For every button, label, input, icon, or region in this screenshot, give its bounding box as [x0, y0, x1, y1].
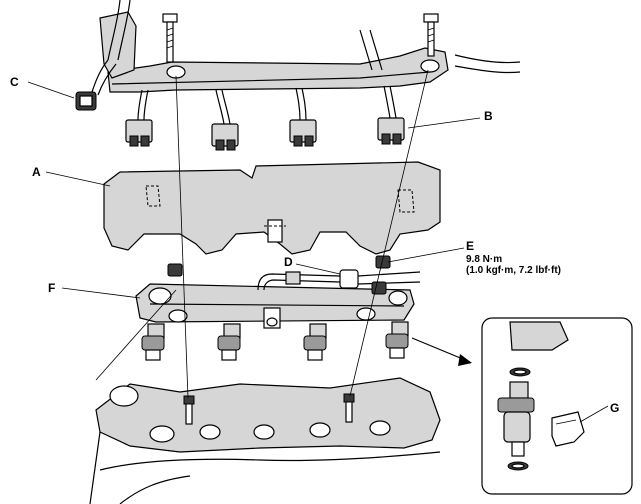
harness-connector-b: [377, 117, 405, 145]
rail-nut-left: [167, 263, 183, 277]
callout-e: E: [466, 239, 474, 253]
harness-connector-3: [289, 119, 317, 147]
injector-detail-inset: [481, 317, 633, 495]
callout-f: F: [48, 281, 55, 295]
injector-1: [141, 323, 165, 361]
injector-2: [217, 323, 241, 361]
harness-bolt-left: [162, 13, 178, 63]
connector-c: [75, 91, 97, 111]
harness-connector-1: [125, 119, 153, 147]
harness-bracket: [99, 11, 449, 93]
callout-c: C: [10, 75, 19, 89]
inset-pointer-arrowhead: [458, 354, 472, 366]
torque-spec-metric: 9.8 N·m: [466, 254, 502, 265]
callout-g: G: [610, 401, 619, 415]
alignment-lines: [95, 69, 429, 399]
injector-4: [385, 321, 409, 359]
harness-wires: [91, 0, 521, 125]
fuel-rail: [135, 283, 415, 329]
injector-3: [303, 323, 327, 361]
callout-b: B: [484, 109, 493, 123]
intake-manifold: [89, 377, 441, 504]
harness-connector-2: [211, 123, 239, 151]
fuel-feed-pipe-d: [257, 269, 421, 295]
callout-a: A: [32, 165, 41, 179]
leader-lines: [27, 81, 609, 423]
injector-cover: [103, 161, 441, 255]
torque-spec-imperial: (1.0 kgf·m, 7.2 lbf·ft): [466, 265, 561, 276]
harness-bolt-right: [423, 13, 439, 57]
callout-d: D: [284, 255, 293, 269]
